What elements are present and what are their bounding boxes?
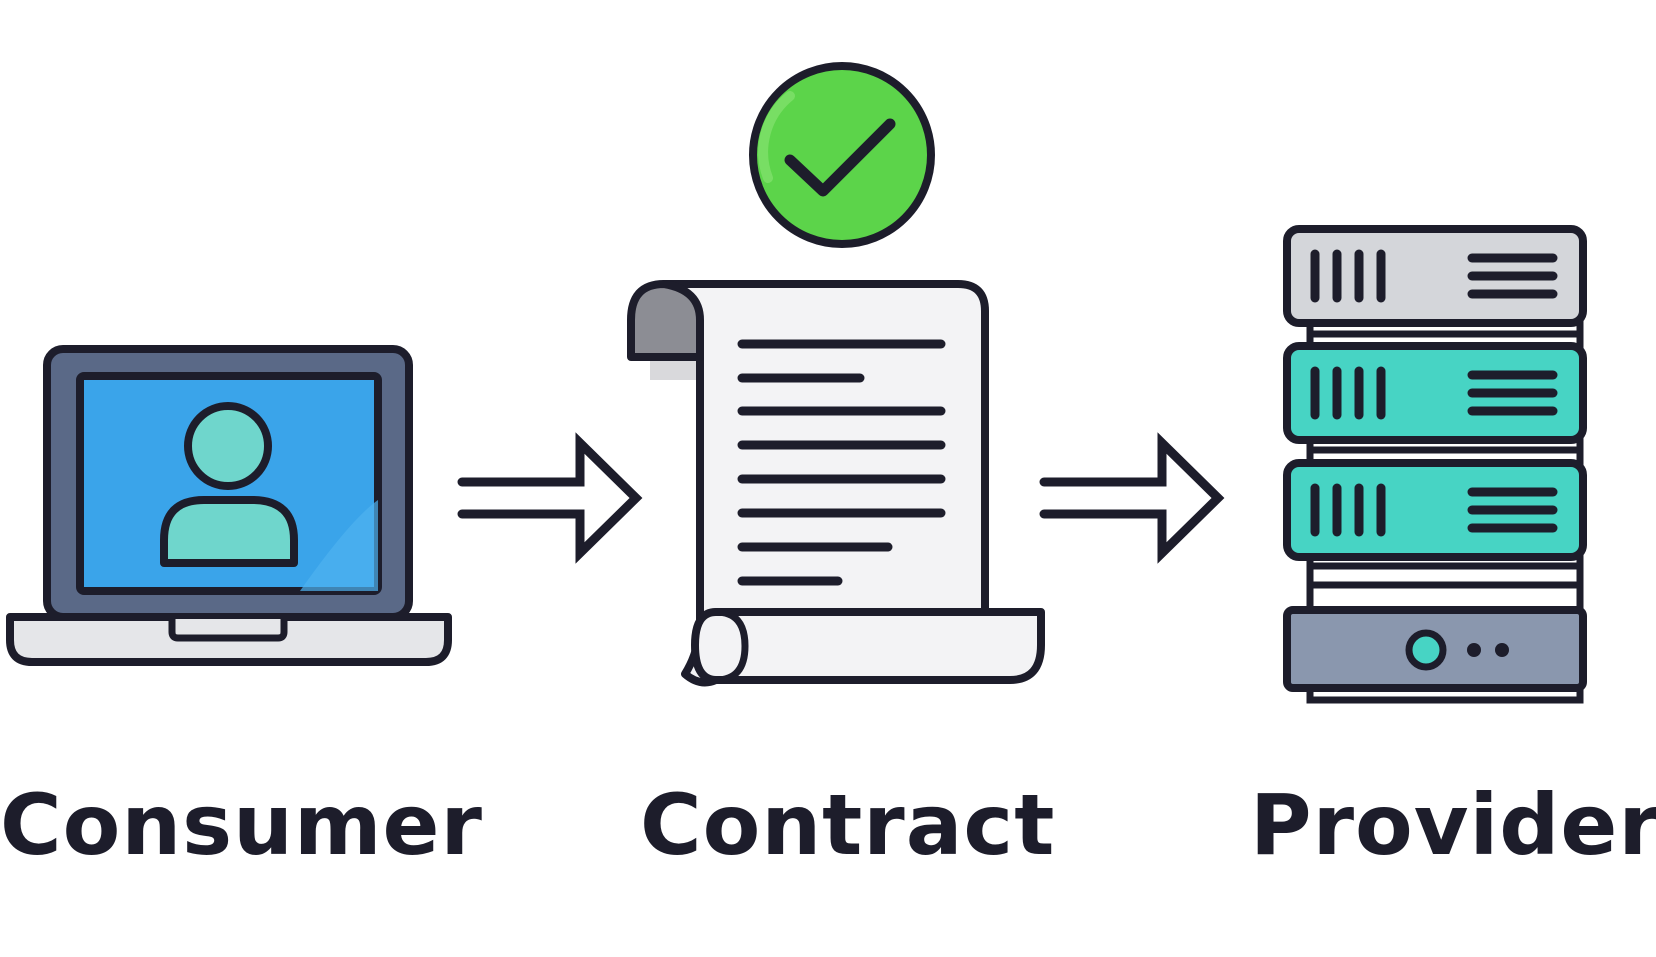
arrow-right-icon — [1039, 432, 1225, 564]
arrow-right-icon — [457, 432, 643, 564]
contract-document-icon — [627, 280, 1045, 687]
node-label-consumer: Consumer — [0, 776, 483, 874]
node-label-contract: Contract — [640, 776, 1056, 874]
server-stack-icon — [1283, 225, 1587, 704]
node-label-provider: Provider — [1250, 776, 1656, 874]
laptop-user-icon — [6, 345, 452, 666]
check-circle-icon — [749, 62, 935, 248]
